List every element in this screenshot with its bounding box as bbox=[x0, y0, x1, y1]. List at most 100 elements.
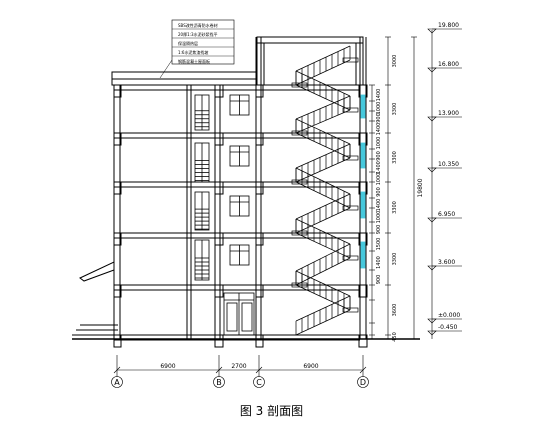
stair-landing bbox=[342, 155, 359, 161]
dimension-lines bbox=[111, 28, 462, 388]
building-section bbox=[72, 36, 420, 348]
stair-handrail bbox=[295, 193, 351, 220]
window-d bbox=[360, 241, 366, 269]
beam bbox=[113, 284, 122, 298]
roof-note-box bbox=[171, 19, 235, 65]
axis-spacing-label: 6900 bbox=[303, 363, 318, 370]
floor-dim-label: 3300 bbox=[392, 103, 398, 116]
roof-note: SBS改性沥青防水卷材20厚1:3水泥砂浆找平保温隔热层1:6水泥焦渣找坡钢筋混… bbox=[159, 19, 235, 79]
beam bbox=[214, 284, 224, 298]
elevation-label: 19.800 bbox=[438, 22, 459, 29]
stair-handrail bbox=[295, 95, 351, 120]
stair-handrail bbox=[295, 270, 351, 297]
roof-note-line: 保温隔热层 bbox=[178, 40, 198, 46]
roof-note-line: 1:6水泥焦渣找坡 bbox=[178, 49, 208, 55]
stair-handrail bbox=[295, 118, 351, 145]
axis-label: D bbox=[360, 378, 366, 387]
floor-dim-label: 3600 bbox=[392, 304, 398, 317]
axis-tick-slash bbox=[113, 366, 121, 374]
elevation-label: 6.950 bbox=[438, 211, 455, 218]
elevation-label: ±0.000 bbox=[438, 312, 460, 319]
stair-landing bbox=[342, 307, 359, 313]
windows bbox=[194, 94, 366, 336]
axis-bubble bbox=[357, 376, 369, 388]
stair-handrail bbox=[295, 243, 351, 272]
stair-flight bbox=[295, 181, 351, 209]
window-dim-label: 1400 bbox=[376, 161, 382, 174]
axis-bubble bbox=[111, 376, 123, 388]
axis-label: C bbox=[256, 378, 262, 387]
beam bbox=[214, 181, 224, 195]
beam bbox=[255, 334, 264, 348]
window-dim-label: 1500 bbox=[376, 238, 382, 251]
window-dim-label: 1400 bbox=[376, 123, 382, 136]
beam bbox=[255, 284, 264, 298]
window-d bbox=[360, 94, 366, 119]
figure-caption: 图 3 剖面图 bbox=[239, 404, 304, 418]
beam bbox=[358, 334, 368, 348]
window-dim-label: 1000 bbox=[376, 102, 382, 115]
stair-landing bbox=[342, 205, 359, 211]
axis-tick-slash bbox=[359, 366, 367, 374]
stair-landing bbox=[291, 130, 308, 136]
stair-landing bbox=[342, 255, 359, 261]
floor-dim-label: 3300 bbox=[392, 253, 398, 266]
axis-tick-slash bbox=[255, 366, 263, 374]
beam bbox=[214, 232, 224, 246]
beam bbox=[255, 232, 264, 246]
window-dim-label: 1000 bbox=[376, 173, 382, 186]
roof-note-leader bbox=[159, 59, 173, 79]
axis-spacing-label: 6900 bbox=[160, 363, 175, 370]
stair-flight bbox=[295, 59, 351, 86]
stair-flight bbox=[295, 109, 351, 134]
axis-label: B bbox=[216, 378, 222, 387]
beam bbox=[214, 84, 224, 98]
window-dim-label: 1000 bbox=[376, 211, 382, 224]
staircase bbox=[291, 45, 359, 336]
stair-landing bbox=[342, 107, 359, 113]
window-dim-label: 900 bbox=[376, 151, 382, 161]
elevation-label: 10.350 bbox=[438, 161, 459, 168]
floor-dim-label: 3300 bbox=[392, 201, 398, 214]
floor-dim-label: 3000 bbox=[392, 55, 398, 68]
axis-bubble bbox=[253, 376, 265, 388]
window-dim-label: 1000 bbox=[376, 137, 382, 150]
window-dim-label: 900 bbox=[376, 187, 382, 197]
elevation-label: 16.800 bbox=[438, 61, 459, 68]
beam bbox=[255, 84, 264, 98]
window-dim-label: 900 bbox=[376, 113, 382, 123]
stair-flight bbox=[295, 207, 351, 234]
window-dim-label: 1400 bbox=[376, 199, 382, 212]
axis-spacing-label: 2700 bbox=[231, 363, 246, 370]
beam bbox=[255, 181, 264, 195]
window-dim-label: 900 bbox=[376, 275, 382, 285]
axis-label: A bbox=[114, 378, 120, 387]
window-dim-label: 1400 bbox=[376, 89, 382, 102]
stair-flight bbox=[295, 232, 351, 259]
beam bbox=[255, 132, 264, 146]
stair-flight bbox=[295, 309, 351, 336]
total-height-label: 19800 bbox=[417, 178, 424, 197]
beam bbox=[214, 132, 224, 146]
floor-dim-label: 3300 bbox=[392, 151, 398, 164]
beam bbox=[214, 334, 224, 348]
stair-flight bbox=[295, 132, 351, 159]
window-dim-label: 1400 bbox=[376, 256, 382, 269]
stair-handrail bbox=[295, 167, 351, 195]
door-panel bbox=[241, 302, 253, 332]
beam bbox=[113, 84, 122, 98]
elevation-label: -0.450 bbox=[438, 324, 458, 331]
stair-flight bbox=[295, 257, 351, 286]
roof-note-line: 20厚1:3水泥砂浆找平 bbox=[178, 31, 218, 37]
beam bbox=[113, 334, 122, 348]
stair-tower-inner bbox=[263, 42, 357, 86]
window-d bbox=[360, 142, 366, 169]
stair-handrail bbox=[295, 218, 351, 245]
stair-handrail bbox=[295, 143, 351, 169]
elevation-label: 13.900 bbox=[438, 110, 459, 117]
stair-flight bbox=[295, 84, 351, 111]
beam bbox=[113, 181, 122, 195]
stair-landing bbox=[291, 179, 308, 185]
